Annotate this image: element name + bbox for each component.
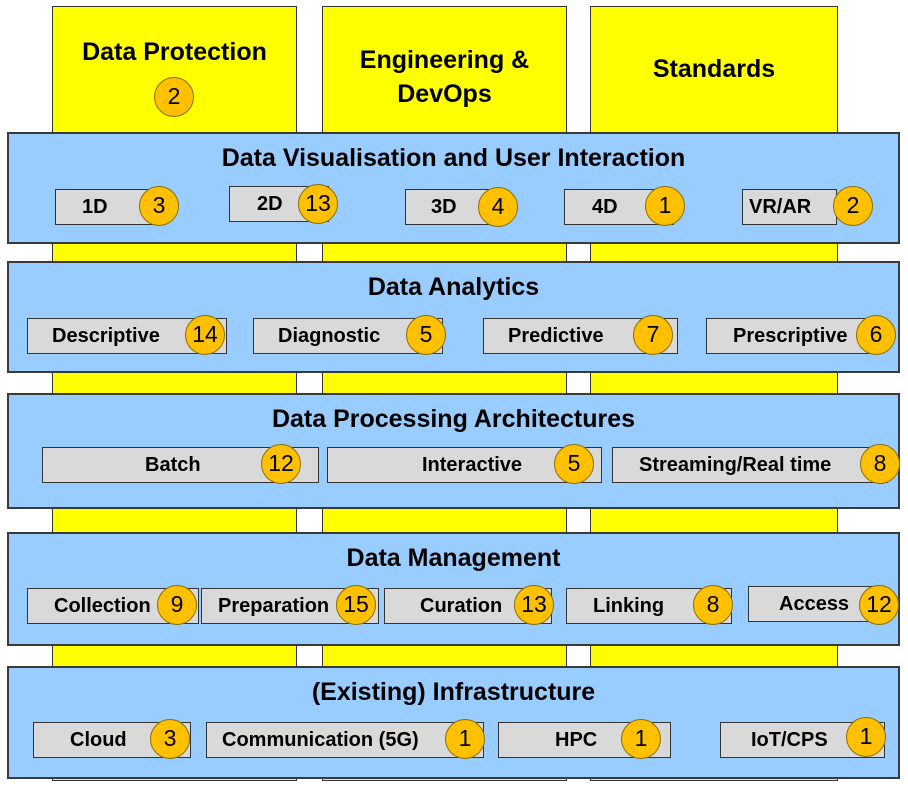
count-badge: 15 bbox=[336, 585, 376, 625]
pillar-title-line1: Engineering & bbox=[359, 46, 530, 74]
item-label: Cloud bbox=[70, 729, 127, 751]
item-label: VR/AR bbox=[749, 196, 812, 218]
item-hpc: HPC 1 bbox=[498, 719, 671, 759]
item-2d: 2D 13 bbox=[229, 184, 338, 224]
pillar-title-line2: DevOps bbox=[397, 80, 492, 108]
count-badge: 8 bbox=[860, 444, 900, 484]
item-3d: 3D 4 bbox=[405, 187, 518, 227]
count-badge: 5 bbox=[554, 444, 594, 484]
count-badge: 14 bbox=[185, 315, 225, 355]
count-badge: 1 bbox=[445, 719, 485, 759]
count-badge: 1 bbox=[846, 717, 886, 757]
layer-infrastructure: (Existing) Infrastructure Cloud 3 Commun… bbox=[7, 666, 900, 779]
count-badge: 6 bbox=[856, 315, 896, 355]
count-badge: 5 bbox=[406, 315, 446, 355]
item-preparation: Preparation 15 bbox=[201, 585, 379, 625]
item-label: Batch bbox=[145, 454, 201, 476]
item-iot-cps: IoT/CPS 1 bbox=[720, 717, 886, 758]
item-1d: 1D 3 bbox=[55, 186, 179, 226]
item-descriptive: Descriptive 14 bbox=[27, 315, 227, 355]
layer-data-processing: Data Processing Architectures Batch 12 I… bbox=[7, 393, 900, 509]
item-label: Streaming/Real time bbox=[639, 454, 832, 476]
count-badge: 2 bbox=[833, 186, 873, 226]
count-badge: 1 bbox=[645, 186, 685, 226]
layer-data-visualisation: Data Visualisation and User Interaction … bbox=[7, 132, 900, 244]
item-label: Linking bbox=[593, 595, 665, 617]
count-badge: 7 bbox=[633, 315, 673, 355]
item-diagnostic: Diagnostic 5 bbox=[253, 315, 446, 355]
layer-title: Data Visualisation and User Interaction bbox=[221, 144, 686, 172]
item-label: 3D bbox=[431, 196, 457, 218]
layer-data-analytics: Data Analytics Descriptive 14 Diagnostic… bbox=[7, 261, 900, 373]
item-label: Interactive bbox=[422, 454, 523, 476]
count-badge: 13 bbox=[514, 585, 554, 625]
item-linking: Linking 8 bbox=[566, 585, 733, 625]
count-badge: 3 bbox=[139, 186, 179, 226]
item-label: 1D bbox=[82, 196, 108, 218]
count-badge: 13 bbox=[298, 184, 338, 224]
item-label: Collection bbox=[54, 595, 151, 617]
item-label: Diagnostic bbox=[278, 325, 381, 347]
item-collection: Collection 9 bbox=[27, 585, 199, 625]
item-communication: Communication (5G) 1 bbox=[206, 719, 485, 759]
item-streaming: Streaming/Real time 8 bbox=[612, 444, 900, 484]
item-label: Descriptive bbox=[52, 325, 160, 347]
item-4d: 4D 1 bbox=[564, 186, 685, 226]
count-badge: 1 bbox=[621, 719, 661, 759]
item-label: 4D bbox=[592, 196, 618, 218]
item-label: Access bbox=[779, 593, 850, 615]
pillar-title: Standards bbox=[652, 55, 776, 83]
item-cloud: Cloud 3 bbox=[33, 719, 191, 759]
item-access: Access 12 bbox=[748, 585, 899, 625]
item-curation: Curation 13 bbox=[384, 585, 554, 625]
count-badge: 8 bbox=[693, 585, 733, 625]
item-label: Prescriptive bbox=[733, 325, 848, 347]
item-batch: Batch 12 bbox=[42, 444, 319, 484]
count-badge: 4 bbox=[478, 187, 518, 227]
item-label: HPC bbox=[555, 729, 598, 751]
item-label: Predictive bbox=[508, 325, 604, 347]
layer-title: Data Processing Architectures bbox=[271, 405, 636, 433]
layer-title: Data Analytics bbox=[367, 273, 540, 301]
pillar-title: Data Protection bbox=[82, 38, 267, 66]
item-label: Preparation bbox=[218, 595, 330, 617]
item-label: IoT/CPS bbox=[751, 729, 828, 751]
item-predictive: Predictive 7 bbox=[483, 315, 678, 355]
count-badge: 9 bbox=[157, 585, 197, 625]
item-vr-ar: VR/AR 2 bbox=[742, 186, 873, 226]
item-label: Curation bbox=[420, 595, 503, 617]
layer-title: (Existing) Infrastructure bbox=[311, 678, 596, 706]
item-prescriptive: Prescriptive 6 bbox=[706, 315, 896, 355]
count-badge: 12 bbox=[261, 444, 301, 484]
layer-data-management: Data Management Collection 9 Preparation… bbox=[7, 532, 900, 646]
item-label: 2D bbox=[257, 193, 283, 215]
item-interactive: Interactive 5 bbox=[327, 444, 602, 484]
count-badge: 3 bbox=[150, 719, 190, 759]
count-badge: 12 bbox=[859, 585, 899, 625]
pillar-count-badge: 2 bbox=[154, 77, 194, 117]
layer-title: Data Management bbox=[346, 544, 561, 572]
item-label: Communication (5G) bbox=[222, 729, 419, 751]
